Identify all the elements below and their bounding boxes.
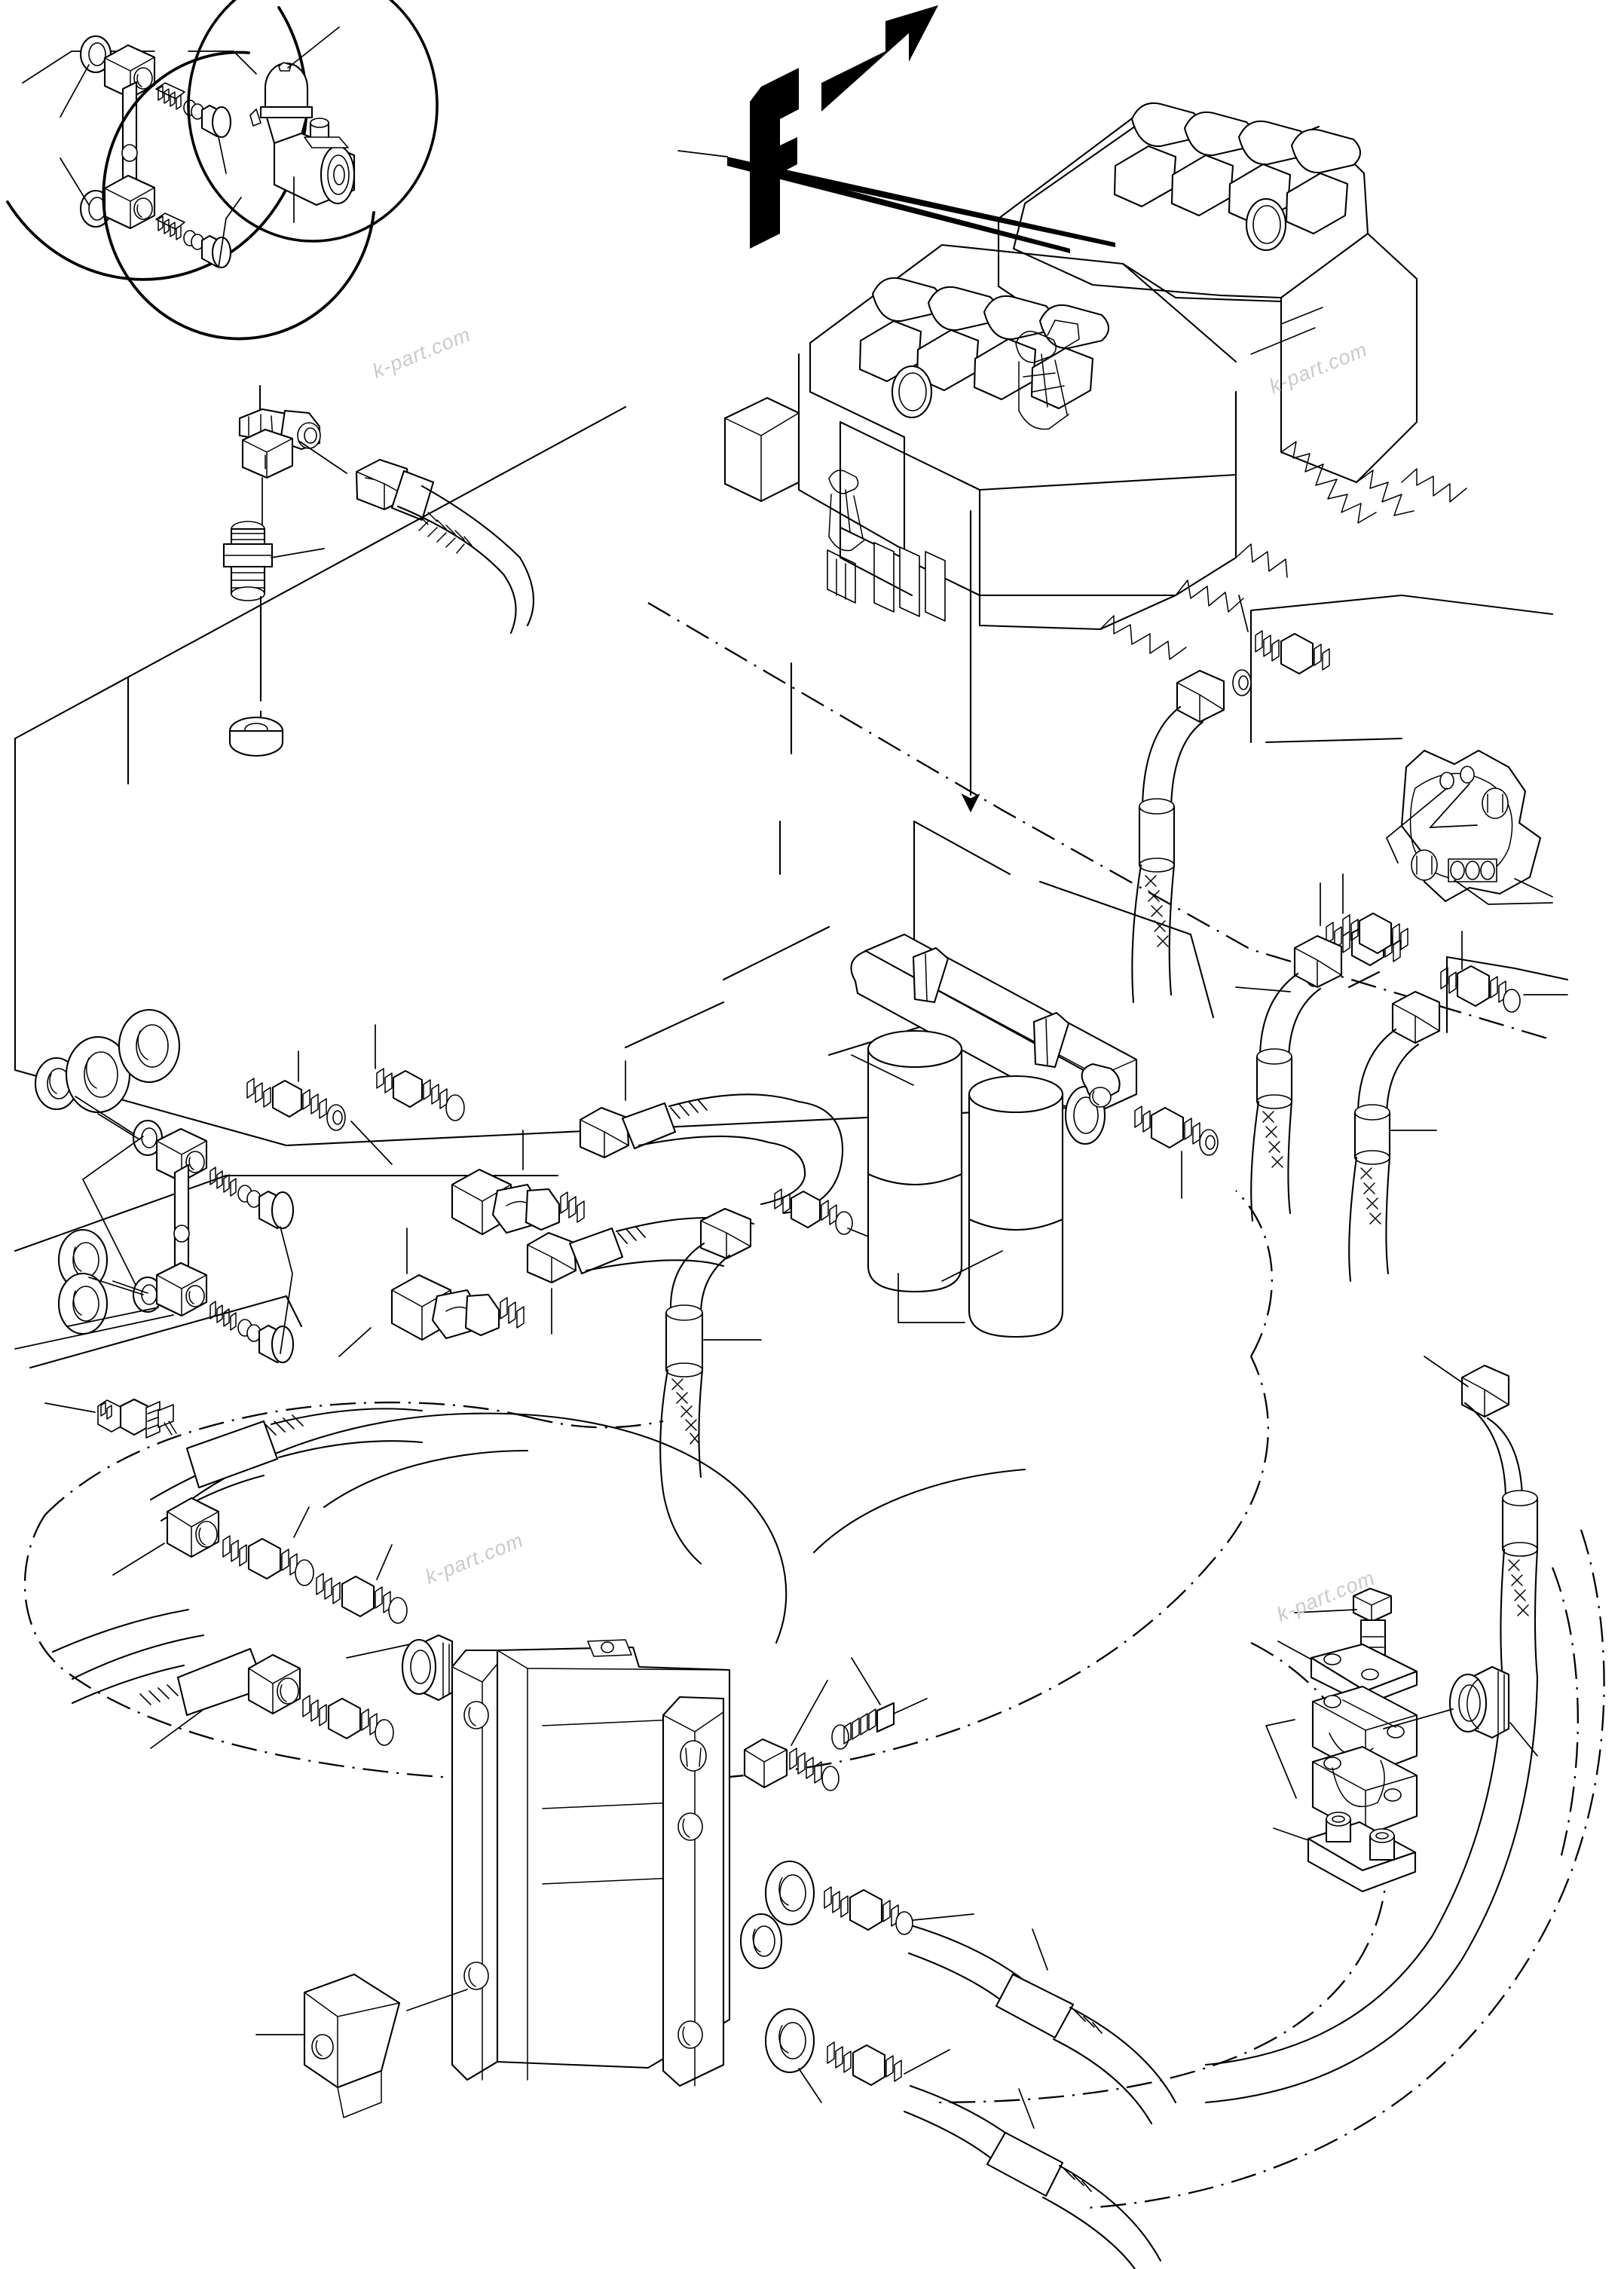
seal-ring [132,1119,164,1157]
elbow-fitting-group [246,1024,886,1357]
view-direction-label [750,5,938,249]
hex-bolt [743,1738,840,1791]
braided-hose [1250,934,1343,1222]
banjo-block-with-bolts [14,1008,295,1364]
straight-adapter [1232,630,1330,696]
check-valve [44,1398,177,1439]
gusset-plate [303,1973,401,2118]
fuel-filter-cartridge [867,1029,963,1293]
pipe-spacer [1448,1665,1510,1739]
straight-adapter [1134,1105,1219,1156]
seal-ring [65,1035,131,1114]
dual-fuel-filter-assembly [850,933,1219,1338]
braided-hose [149,1408,424,1522]
pipe-spacer [401,1634,454,1702]
elbow-fitting-90 [238,408,321,479]
straight-adapter [246,1078,346,1131]
flat-washer [764,1860,815,1926]
flat-washer [228,716,284,757]
hex-nut [247,1653,301,1715]
straight-adapter [774,1188,853,1235]
seal-ring [57,1228,109,1292]
right-long-hose [1204,1356,1539,2104]
braided-hose [659,1207,762,1565]
straight-adapter [316,1573,408,1624]
bottom-left-hose-group [51,1408,424,1749]
braided-hose [51,1608,267,1717]
banjo-bolt [209,1167,295,1230]
flat-washer [739,1913,783,1970]
reference-edge [1551,1567,1579,1862]
straight-adapter [824,1886,913,1935]
seal-ring [118,1008,181,1084]
right-upper-hose [1131,595,1553,1004]
chassis-reference-lines [14,405,1569,1369]
straight-adapter [1440,965,1521,1013]
banjo-block [155,1127,208,1317]
braided-hose [907,1925,1177,2125]
hex-bolt [831,1702,895,1750]
elbow-fitting-90 [390,1274,525,1341]
elbow-fitting-90 [451,1168,585,1236]
straight-adapter [827,2041,902,2087]
right-hose-pair [1235,873,1568,1283]
straight-adapter [1342,912,1408,955]
braided-hose [1348,990,1441,1283]
seal-ring [57,1272,109,1335]
engine-block-assembly [677,102,1467,660]
clamp-plate [1307,1812,1417,1893]
detail-circle-a [6,6,308,281]
flat-washer [764,2008,815,2074]
straight-adapter [222,1535,314,1586]
upper-elbow-and-adapter [222,384,325,757]
pipe-clamp-assembly [1265,1587,1538,1893]
braided-hose [579,1093,844,1215]
banjo-block [103,44,156,230]
priming-pump [249,62,356,206]
reference-envelope [23,1190,1605,2209]
banjo-bolt [155,82,232,139]
straight-adapter [222,521,274,601]
braided-hose [1131,669,1225,1004]
filter-mount-bracket [255,1634,1177,2269]
braided-hose [299,441,535,635]
braided-hose [526,1216,755,1284]
straight-adapter [376,1068,465,1121]
braided-hose [903,2084,1162,2269]
banjo-bolt [209,1301,295,1364]
straight-adapter [302,1695,394,1746]
hex-nut [166,1497,220,1558]
fuel-filter-cartridge [968,1075,1064,1338]
detail-circle-b [102,0,439,341]
